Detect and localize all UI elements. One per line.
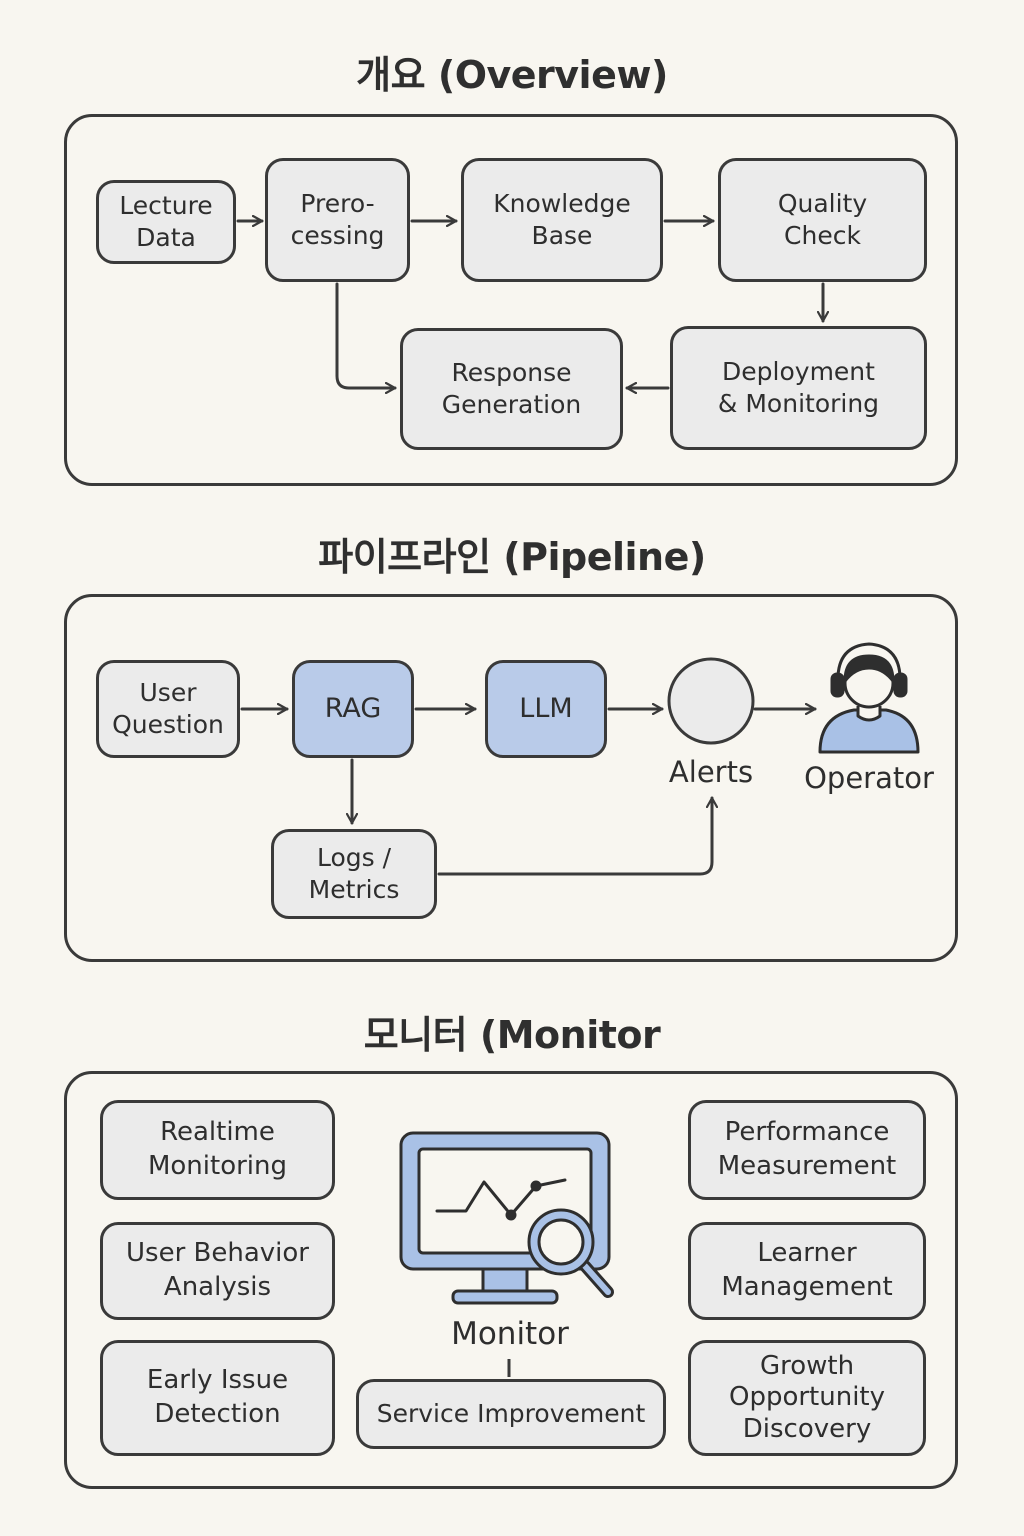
node-preprocessing[interactable]: Prero- cessing [265,158,410,282]
item-service-improvement[interactable]: Service Improvement [356,1379,666,1449]
pipeline-panel [64,594,958,962]
node-rag[interactable]: RAG [292,660,414,758]
overview-title: 개요 (Overview) [356,53,668,97]
overview-panel [64,114,958,486]
node-knowledge-base[interactable]: Knowledge Base [461,158,663,282]
node-llm[interactable]: LLM [485,660,607,758]
node-lecture-data[interactable]: Lecture Data [96,180,236,264]
node-user-question[interactable]: User Question [96,660,240,758]
node-logs-metrics[interactable]: Logs / Metrics [271,829,437,919]
operator-label: Operator [804,761,934,795]
node-quality-check[interactable]: Quality Check [718,158,927,282]
monitor-center-label: Monitor [451,1316,569,1352]
item-learner-management[interactable]: Learner Management [688,1222,926,1320]
item-realtime-monitoring[interactable]: Realtime Monitoring [100,1100,335,1200]
item-early-issue-detection[interactable]: Early Issue Detection [100,1340,335,1456]
item-growth-opportunity-discovery[interactable]: Growth Opportunity Discovery [688,1340,926,1456]
node-deployment-monitoring[interactable]: Deployment & Monitoring [670,326,927,450]
monitor-title: 모니터 (Monitor [363,1013,661,1057]
node-response-generation[interactable]: Response Generation [400,328,623,450]
monitor-panel [64,1071,958,1489]
alerts-label: Alerts [668,755,754,789]
pipeline-title: 파이프라인 (Pipeline) [318,535,706,579]
item-performance-measurement[interactable]: Performance Measurement [688,1100,926,1200]
item-user-behavior-analysis[interactable]: User Behavior Analysis [100,1222,335,1320]
